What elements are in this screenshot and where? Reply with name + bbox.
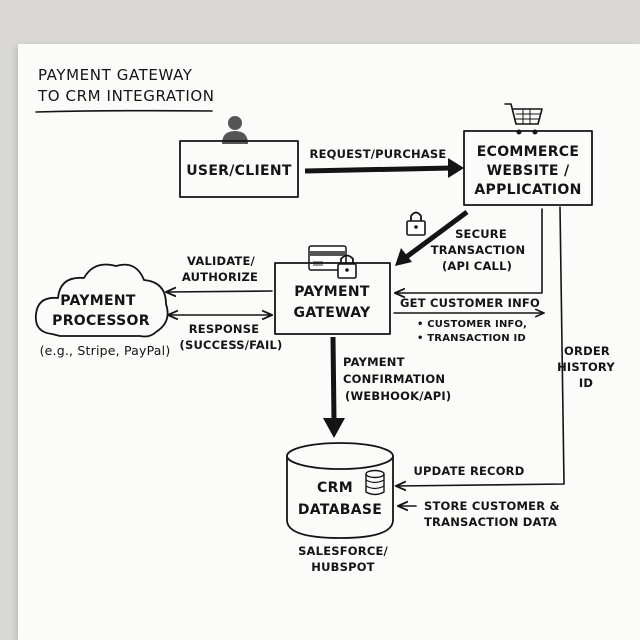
label-confirmation-line3: (WEBHOOK/API) bbox=[345, 389, 451, 403]
crm-database-node: CRM DATABASE SALESFORCE/ HUBSPOT bbox=[286, 442, 394, 574]
edge-update-record: UPDATE RECORD ORDER HISTORY ID bbox=[397, 206, 615, 486]
processor-line2: PROCESSOR bbox=[52, 313, 150, 329]
title-underline bbox=[35, 109, 213, 113]
label-order-line1: ORDER bbox=[564, 344, 610, 358]
label-response-line2: (SUCCESS/FAIL) bbox=[180, 338, 283, 352]
edge-request-purchase: REQUEST/PURCHASE bbox=[304, 147, 464, 178]
label-customer-item-2: • TRANSACTION ID bbox=[417, 333, 526, 344]
edge-store-customer-data: STORE CUSTOMER & TRANSACTION DATA bbox=[399, 499, 560, 529]
ecommerce-line1: ECOMMERCE bbox=[477, 144, 579, 160]
label-confirmation-line2: CONFIRMATION bbox=[343, 372, 445, 386]
label-customer-item-1: • CUSTOMER INFO, bbox=[417, 319, 527, 330]
payment-processor-node: PAYMENT PROCESSOR (e.g., Stripe, PayPal) bbox=[34, 263, 171, 358]
edge-payment-confirmation: PAYMENT CONFIRMATION (WEBHOOK/API) bbox=[323, 336, 451, 438]
label-secure-line2: TRANSACTION bbox=[431, 243, 526, 257]
ecommerce-node: ECOMMERCE WEBSITE / APPLICATION bbox=[463, 103, 593, 206]
person-icon bbox=[222, 116, 248, 144]
label-secure-line1: SECURE bbox=[455, 227, 507, 241]
edge-validate-authorize: VALIDATE/ AUTHORIZE bbox=[167, 254, 273, 292]
edge-get-customer-info: GET CUSTOMER INFO • CUSTOMER INFO, • TRA… bbox=[393, 208, 543, 344]
cloud-shape bbox=[34, 263, 169, 338]
crm-line2: DATABASE bbox=[298, 502, 382, 518]
label-validate-line1: VALIDATE/ bbox=[187, 254, 255, 268]
payment-gateway-line2: GATEWAY bbox=[294, 305, 371, 321]
title-line1: PAYMENT GATEWAY bbox=[38, 66, 193, 84]
title-line2: TO CRM INTEGRATION bbox=[37, 87, 215, 105]
label-order-line2: HISTORY bbox=[557, 360, 615, 374]
lock-icon bbox=[406, 211, 426, 236]
processor-line1: PAYMENT bbox=[60, 293, 136, 309]
label-update-record: UPDATE RECORD bbox=[414, 464, 525, 478]
edge-response: RESPONSE (SUCCESS/FAIL) bbox=[169, 315, 282, 352]
shopping-cart-icon bbox=[504, 103, 543, 135]
paper-sheet bbox=[18, 44, 640, 640]
cylinder-shape bbox=[286, 455, 394, 539]
label-store-line1: STORE CUSTOMER & bbox=[424, 499, 560, 513]
label-store-line2: TRANSACTION DATA bbox=[424, 515, 557, 529]
ecommerce-line2: WEBSITE / bbox=[487, 163, 570, 179]
crm-line1: CRM bbox=[317, 480, 353, 496]
edge-secure-transaction: SECURE TRANSACTION (API CALL) bbox=[395, 209, 526, 273]
database-icon bbox=[365, 469, 385, 496]
label-get-customer-info: GET CUSTOMER INFO bbox=[400, 296, 540, 310]
user-client-box bbox=[179, 140, 299, 198]
label-response-line1: RESPONSE bbox=[189, 322, 260, 336]
payment-gateway-node: PAYMENT GATEWAY bbox=[274, 245, 391, 335]
crm-caption1: SALESFORCE/ bbox=[298, 544, 388, 558]
label-order-line3: ID bbox=[579, 376, 593, 390]
payment-gateway-line1: PAYMENT bbox=[294, 284, 370, 300]
credit-card-lock-icon bbox=[308, 245, 357, 279]
label-validate-line2: AUTHORIZE bbox=[182, 270, 258, 284]
user-client-node: USER/CLIENT bbox=[179, 116, 299, 198]
crm-caption2: HUBSPOT bbox=[311, 560, 374, 574]
processor-caption: (e.g., Stripe, PayPal) bbox=[40, 343, 171, 358]
label-confirmation-line1: PAYMENT bbox=[343, 355, 405, 369]
user-client-label: USER/CLIENT bbox=[186, 163, 292, 179]
payment-gateway-box bbox=[274, 262, 391, 335]
label-request-purchase: REQUEST/PURCHASE bbox=[310, 147, 447, 161]
ecommerce-line3: APPLICATION bbox=[474, 182, 581, 198]
label-secure-line3: (API CALL) bbox=[442, 259, 512, 273]
